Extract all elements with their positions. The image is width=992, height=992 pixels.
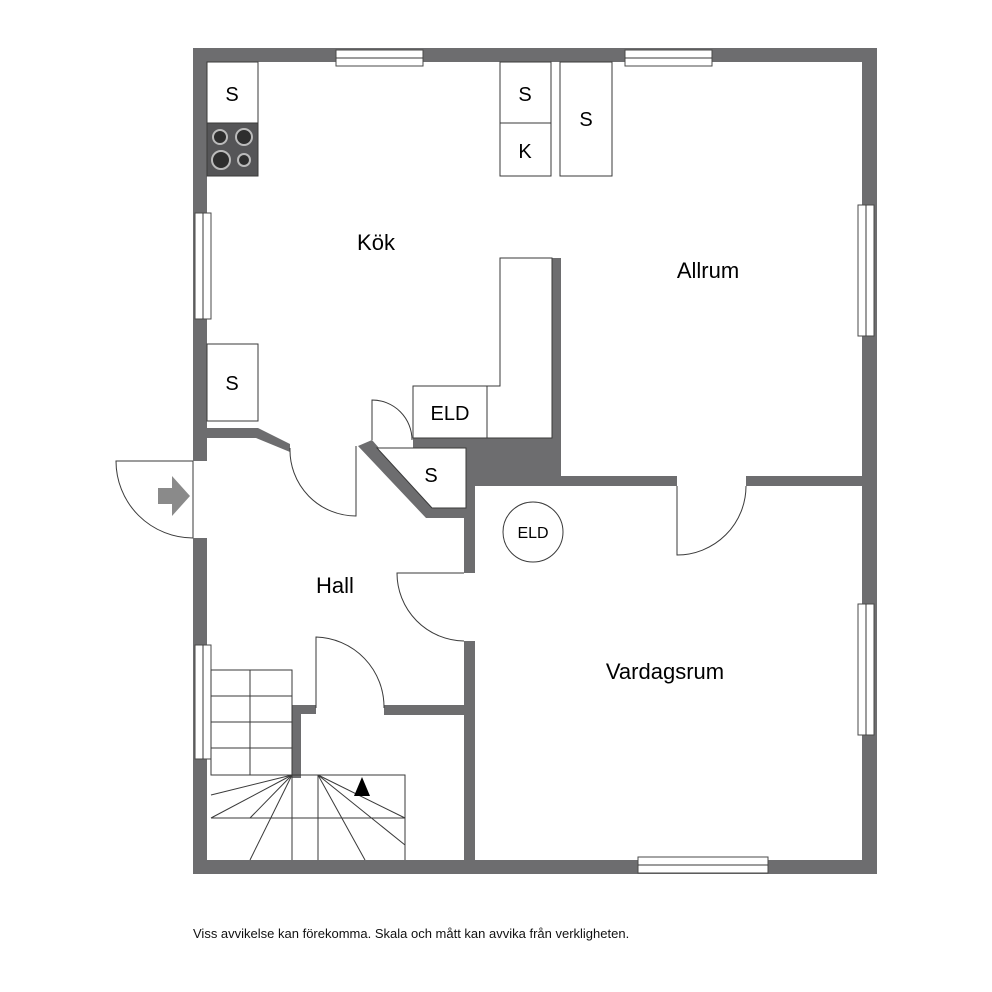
room-label-allrum: Allrum (677, 258, 739, 283)
stair-direction-arrow-icon (354, 777, 370, 796)
kitchen-south-wall (207, 428, 290, 452)
cabinet-label: S (225, 84, 238, 106)
disclaimer-text: Viss avvikelse kan förekomma. Skala och … (193, 926, 630, 941)
interior-walls (207, 258, 862, 860)
round-fireplace-label: ELD (517, 525, 548, 542)
kitchen-fixtures: S S K S S ELD S (206, 61, 613, 509)
kitchen-counter (486, 257, 553, 439)
fireplace-icon: ELD (502, 501, 564, 563)
stair-door (315, 636, 385, 709)
kitchen-allrum-wall (552, 258, 561, 478)
room-label-vardagsrum: Vardagsrum (606, 659, 724, 684)
hall-living-door (396, 572, 465, 642)
hall-living-wall-upper (464, 486, 475, 573)
closet-door (371, 399, 413, 441)
fridge-label: K (518, 141, 532, 163)
south-wall (193, 860, 877, 874)
cabinet-label: S (518, 84, 531, 106)
closet-label: S (424, 465, 437, 487)
north-wall (193, 48, 877, 62)
fridge-k (499, 122, 552, 177)
stove-icon (206, 122, 259, 177)
staircase (210, 669, 406, 861)
hall-closet-wall (384, 705, 466, 715)
entrance-door (115, 460, 194, 539)
room-label-hall: Hall (316, 573, 354, 598)
cabinet-label: S (225, 373, 238, 395)
windows (194, 49, 875, 874)
allrum-south-wall-east (746, 476, 862, 486)
doors (115, 399, 747, 709)
east-wall (862, 48, 877, 874)
closet-diagonal-wall (358, 440, 466, 518)
hall-living-wall-lower (464, 641, 475, 860)
stair-wall-top (292, 705, 316, 714)
allrum-living-door (676, 485, 747, 556)
fireplace-label: ELD (431, 403, 470, 425)
cabinet-label: S (579, 109, 592, 131)
closet-s (375, 447, 467, 509)
fireplace-eld (412, 385, 488, 439)
allrum-south-wall-west (474, 476, 677, 486)
stair-wall (292, 708, 301, 778)
room-label-kok: Kök (357, 230, 396, 255)
entry-arrow-icon (158, 476, 190, 516)
kitchen-hall-door (289, 446, 357, 517)
cabinet-s (206, 343, 259, 422)
cabinet-s (559, 61, 613, 177)
